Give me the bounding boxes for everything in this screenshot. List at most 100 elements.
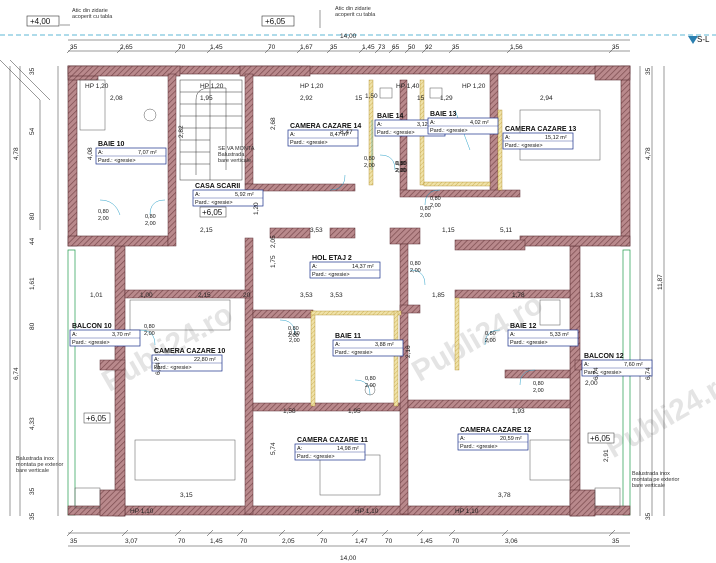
room-floor: Pard.: <gresie> [510, 340, 548, 346]
dim-top: 73 [378, 44, 386, 51]
dim-interior: 6,74 [593, 367, 600, 380]
shower-12 [539, 299, 561, 326]
room-name: BAIE 14 [377, 113, 404, 120]
room-tags: BAIE 10 A: 7,07 m² Pard.: <gresie> CASA SCAR… [69, 111, 653, 461]
wall-left-upper [67, 65, 78, 247]
dim-top: 70 [268, 44, 276, 51]
dim-interior: 2,15 [198, 292, 211, 299]
dim-interior: 2,05 [270, 235, 277, 248]
dim-interior: 1,20 [253, 202, 260, 215]
area-prefix: A: [72, 332, 78, 338]
dim-interior: 4,08 [87, 147, 94, 160]
level-stair: +6,05 [202, 208, 223, 217]
dim-interior: 2,94 [540, 95, 553, 102]
room-floor: Pard.: <gresie> [154, 365, 192, 371]
dim-interior: 1,75 [270, 255, 277, 268]
dim-left: 54 [29, 127, 36, 135]
bed-10b [134, 439, 236, 481]
dim-interior: 1,00 [140, 292, 153, 299]
room-floor: Pard.: <gresie> [335, 350, 373, 356]
room-floor: Pard.: <gresie> [460, 444, 498, 450]
room-area: 7,07 m² [138, 150, 157, 156]
dim-top: 92 [425, 44, 433, 51]
plan-levels: +6,05 +6,05 +6,05 [83, 206, 615, 444]
window-label: HP 1,40 [396, 83, 420, 90]
room-name: BALCON 12 [584, 353, 624, 360]
bed-11 [319, 454, 381, 496]
room-name: BAIE 13 [430, 111, 457, 118]
room-name: CASA SCARII [195, 183, 240, 190]
room-floor: Pard.: <gresie> [584, 370, 622, 376]
dim-right: 11,87 [657, 274, 664, 290]
dim-bottom: 70 [452, 538, 460, 545]
dim-interior: 1,85 [432, 292, 445, 299]
room-area: 22,80 m² [194, 357, 216, 363]
dim-top: 1,45 [210, 44, 223, 51]
bed-12 [529, 439, 571, 481]
dim-interior: 1,29 [440, 95, 453, 102]
dim-bottom: 1,45 [210, 538, 223, 545]
dim-top: 1,45 [362, 44, 375, 51]
wall-left-mid [67, 235, 169, 247]
dim-interior: 2,92 [300, 95, 313, 102]
dim-overall-bottom: 14,00 [340, 555, 357, 562]
dim-top: 35 [612, 44, 620, 51]
wall-left-lower [114, 245, 126, 517]
room-name: BAIE 10 [98, 141, 125, 148]
bathtub-10 [79, 79, 106, 131]
dim-top: 35 [452, 44, 460, 51]
room-name: BAIE 11 [335, 333, 361, 340]
room-floor: Pard.: <gresie> [195, 200, 233, 206]
dim-interior: 2,68 [270, 117, 277, 130]
dim-right: 35 [645, 67, 652, 75]
dim-bottom: 70 [240, 538, 248, 545]
room-name: CAMERA CAZARE 14 [290, 123, 361, 130]
stair [179, 79, 243, 181]
dim-bottom: 3,06 [505, 538, 518, 545]
area-prefix: A: [377, 122, 383, 128]
dim-interior: 2,91 [603, 449, 610, 462]
level-top-mid: +6,05 [265, 17, 286, 26]
window-label: HP 1,20 [200, 83, 224, 90]
dim-bottom: 70 [178, 538, 186, 545]
dim-right: 6,74 [645, 367, 652, 380]
wall-right-upper [620, 65, 631, 247]
room-area: 5,33 m² [550, 332, 569, 338]
bed-10a [129, 299, 231, 331]
dim-bottom: 2,05 [282, 538, 295, 545]
dim-bottom: 1,45 [420, 538, 433, 545]
room-floor: Pard.: <gresie> [290, 140, 328, 146]
wall-right-mid [519, 235, 631, 247]
dim-interior: 3,53 [330, 292, 343, 299]
dim-right: 35 [645, 512, 652, 520]
dim-interior: 8,47 [340, 129, 353, 136]
sink-14 [379, 87, 393, 99]
dim-top: 2,65 [120, 44, 133, 51]
dim-bottom: 35 [612, 538, 620, 545]
dim-interior: 5,11 [500, 227, 513, 234]
room-name: CAMERA CAZARE 12 [460, 427, 531, 434]
dim-left: 35 [29, 487, 36, 495]
dim-interior: 2,16 [405, 345, 412, 358]
dim-interior: 3,53 [310, 227, 323, 234]
